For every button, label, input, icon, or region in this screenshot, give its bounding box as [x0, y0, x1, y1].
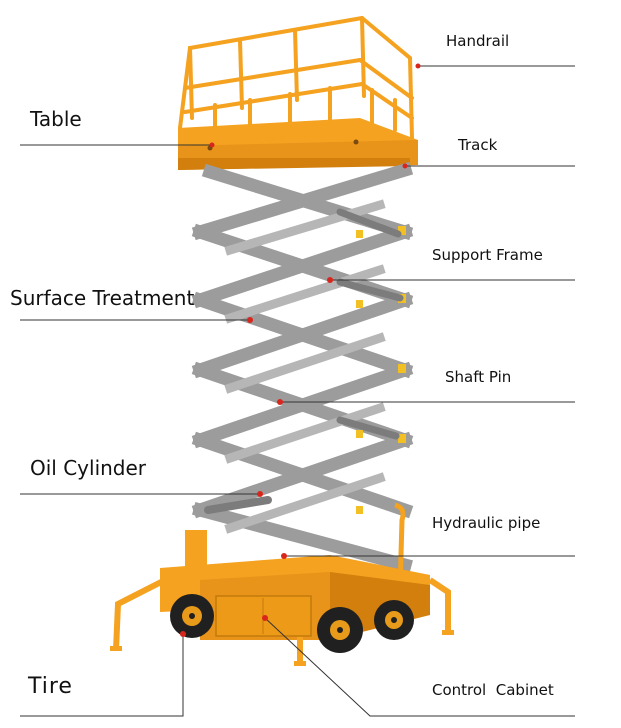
label-support-frame: Support Frame: [432, 246, 543, 264]
label-shaft-pin: Shaft Pin: [445, 368, 512, 386]
tires: [170, 594, 414, 653]
marker-dots: [180, 63, 421, 637]
oil-cylinder: [204, 208, 404, 514]
scissor-lift: [110, 15, 454, 666]
label-track: Track: [458, 136, 498, 154]
label-oil-cylinder: Oil Cylinder: [30, 456, 147, 480]
label-hydraulic-pipe: Hydraulic pipe: [432, 514, 541, 532]
hydraulic-pipe: [394, 502, 406, 591]
leader-lines: [20, 65, 575, 717]
handrail: [178, 15, 414, 140]
label-control-cabinet: Control Cabinet: [432, 681, 554, 699]
label-surface-treatment: Surface Treatment: [10, 286, 195, 310]
leader-cabinet: [264, 617, 575, 717]
tire-rear-right: [374, 600, 414, 640]
platform-table: [178, 118, 418, 170]
leader-tire: [20, 634, 184, 717]
label-handrail: Handrail: [446, 32, 510, 50]
label-tire: Tire: [28, 674, 73, 699]
label-table: Table: [30, 107, 82, 131]
tire-front-left: [170, 594, 214, 638]
tire-front-right: [317, 607, 363, 653]
